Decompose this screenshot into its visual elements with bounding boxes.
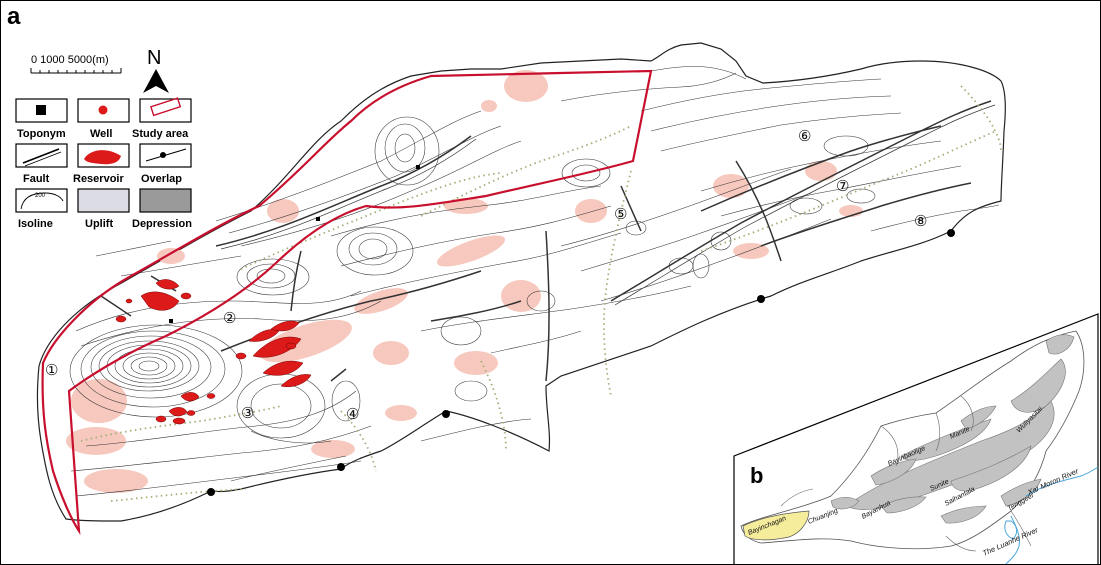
- toponym-markers: [169, 165, 420, 323]
- legend-label-uplift: Uplift: [85, 218, 113, 230]
- inset-outline: [740, 330, 1085, 550]
- inset-linework: [780, 395, 1032, 552]
- zone-label-2: ②: [223, 310, 236, 327]
- legend-label-toponym: Toponym: [17, 128, 66, 140]
- inset-rivers: [1004, 466, 1099, 564]
- zone-label-5: ⑤: [614, 206, 627, 223]
- isoline-value: 200: [35, 193, 46, 199]
- north-arrow-letter: N: [147, 47, 161, 69]
- zone-label-1: ①: [45, 362, 58, 379]
- reservoir-icon: [84, 150, 121, 165]
- study-area-boundary: [41, 69, 653, 536]
- overlap-lines: [80, 85, 1002, 502]
- legend-label-depression: Depression: [132, 218, 192, 230]
- scale-bar: 0 1000 5000(m): [30, 54, 122, 74]
- zone-label-3: ③: [241, 405, 254, 422]
- inset-sub-basins: [830, 334, 1075, 524]
- faults: [100, 100, 996, 382]
- inset-study-area: [742, 510, 810, 541]
- panel-letter-b: b: [750, 463, 763, 488]
- north-arrow-icon: [143, 69, 169, 93]
- toponym-icon: [36, 105, 46, 115]
- zone-labels: ① ② ③ ④ ⑤ ⑥ ⑦ ⑧: [45, 128, 927, 423]
- zone-label-7: ⑦: [836, 178, 849, 195]
- scale-bar-label: 0 1000 5000(m): [31, 54, 109, 66]
- legend-label-isoline: Isoline: [18, 218, 53, 230]
- legend-panel: a 0 1000 5000(m) N Toponym Well Study ar…: [7, 3, 192, 230]
- well-icon: [98, 105, 108, 115]
- zone-label-4: ④: [346, 406, 359, 423]
- boundary-markers: [207, 229, 955, 496]
- zone-label-8: ⑧: [914, 213, 927, 230]
- map-panel-a: ① ② ③ ④ ⑤ ⑥ ⑦ ⑧: [36, 42, 1006, 536]
- legend-label-study-area: Study area: [132, 128, 189, 140]
- panel-letter-a: a: [7, 3, 21, 30]
- legend-label-fault: Fault: [23, 173, 50, 185]
- north-arrow: N: [143, 47, 169, 93]
- isoline-icon: 200: [20, 192, 64, 210]
- legend-label-well: Well: [90, 128, 112, 140]
- study-area-icon: [150, 97, 182, 117]
- overlap-icon: [145, 148, 187, 162]
- reservoirs: [115, 279, 312, 425]
- zone-label-6: ⑥: [798, 128, 811, 145]
- depression-swatch: [139, 188, 192, 213]
- uplift-swatch: [77, 188, 130, 213]
- inset-panel-b: b: [733, 313, 1099, 564]
- fault-icon: [22, 148, 62, 167]
- legend-label-reservoir: Reservoir: [73, 173, 124, 185]
- legend-label-overlap: Overlap: [141, 173, 182, 185]
